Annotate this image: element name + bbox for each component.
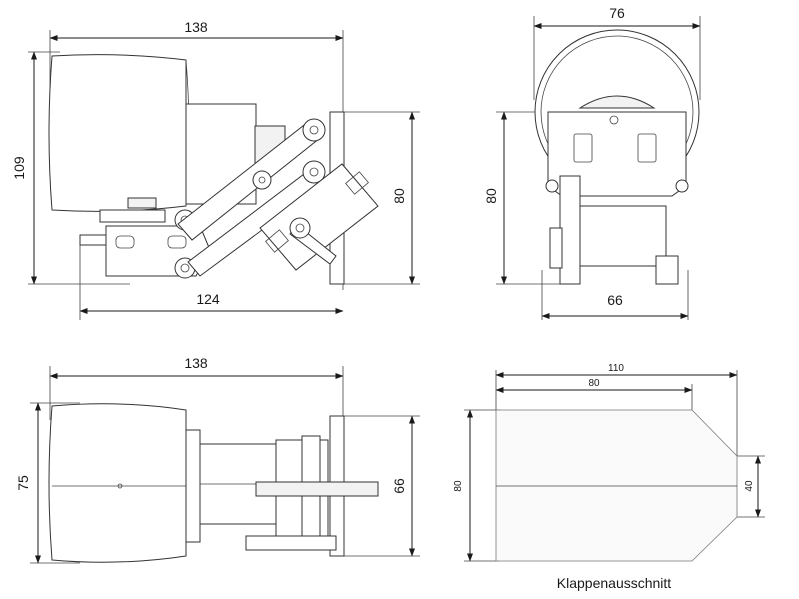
side-view: 138 109 80 124	[11, 19, 420, 320]
dim-label-cut-top: 80	[588, 378, 600, 389]
servo-horn	[255, 481, 379, 497]
dim-label-base: 124	[196, 291, 220, 307]
dim-label-front-base: 66	[607, 292, 623, 308]
dim-label-front-width: 76	[609, 5, 625, 21]
servo-motor	[259, 163, 379, 271]
lamp-housing-top	[48, 403, 187, 563]
dim-label-flange: 80	[391, 188, 407, 204]
cutout-view: 110 80 80 40 Klappenausschnitt	[453, 363, 765, 591]
lamp-housing	[48, 54, 187, 212]
dim-label-top-flange: 66	[391, 478, 407, 494]
front-servo	[579, 205, 667, 267]
top-view: 138 75 66	[15, 355, 420, 564]
dim-label-width: 138	[184, 19, 208, 35]
cutout-caption: Klappenausschnitt	[557, 575, 672, 591]
dim-label-cut-tip: 40	[744, 480, 755, 492]
dim-label-front-height: 80	[483, 188, 499, 204]
front-view: 76 80 66	[483, 5, 701, 320]
dim-label-top-height: 75	[15, 475, 31, 491]
dim-label-top-width: 138	[184, 355, 208, 371]
dim-label-cut-width: 110	[608, 363, 624, 374]
flap-cutout-shape	[495, 409, 738, 562]
dim-label-cut-height: 80	[453, 480, 464, 492]
dim-label-height: 109	[11, 156, 27, 180]
